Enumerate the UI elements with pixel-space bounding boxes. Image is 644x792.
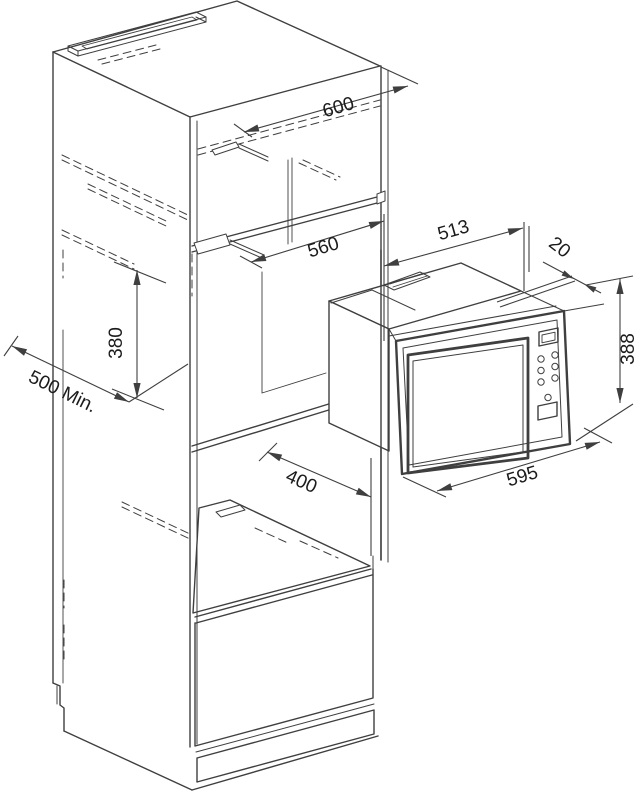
body-vent-slot — [383, 271, 431, 291]
niche-bottom-shelf — [191, 402, 333, 453]
plinth — [52, 682, 379, 791]
dimension-600: 600 — [233, 66, 419, 138]
niche-interior — [261, 271, 327, 394]
cabinet-top-face — [52, 0, 381, 67]
dimension-500-min: 500 Min. — [3, 335, 189, 418]
dim-label-20: 20 — [545, 233, 575, 263]
microwave-oven — [328, 249, 572, 563]
top-vent-rail — [67, 11, 207, 65]
dim-label-388: 388 — [618, 333, 639, 365]
dimension-400: 400 — [258, 442, 372, 556]
microwave-open-button — [537, 401, 558, 421]
microwave-body-left — [328, 300, 390, 452]
body-chamfer — [330, 289, 416, 311]
microwave-frame — [394, 309, 572, 476]
dim-label-380: 380 — [106, 327, 127, 359]
dimension-380: 380 — [106, 261, 167, 411]
microwave-control-panel — [537, 327, 559, 421]
base-compartment-floor — [192, 499, 371, 614]
dim-label-595: 595 — [504, 462, 540, 491]
dimension-annotations: 600 560 513 20 380 — [3, 66, 639, 556]
dim-label-513: 513 — [435, 216, 471, 245]
left-panel-hidden-lines — [61, 154, 193, 663]
dim-label-500-min: 500 Min. — [25, 367, 100, 418]
shelf-bracket — [193, 233, 231, 255]
microwave-buttons — [537, 351, 559, 402]
shelf-bracket — [215, 504, 246, 518]
dim-label-600: 600 — [320, 93, 356, 122]
upper-shelf-hidden — [197, 99, 381, 245]
dim-label-560: 560 — [305, 233, 341, 262]
drawer-unit — [194, 555, 375, 753]
shelf-bracket — [211, 141, 240, 156]
dimension-388: 388 — [575, 275, 639, 442]
niche-top-shelf — [191, 190, 386, 260]
microwave-display — [538, 327, 559, 347]
tall-cabinet — [52, 0, 389, 791]
dim-label-400: 400 — [282, 466, 320, 498]
dimension-20: 20 — [496, 233, 605, 312]
